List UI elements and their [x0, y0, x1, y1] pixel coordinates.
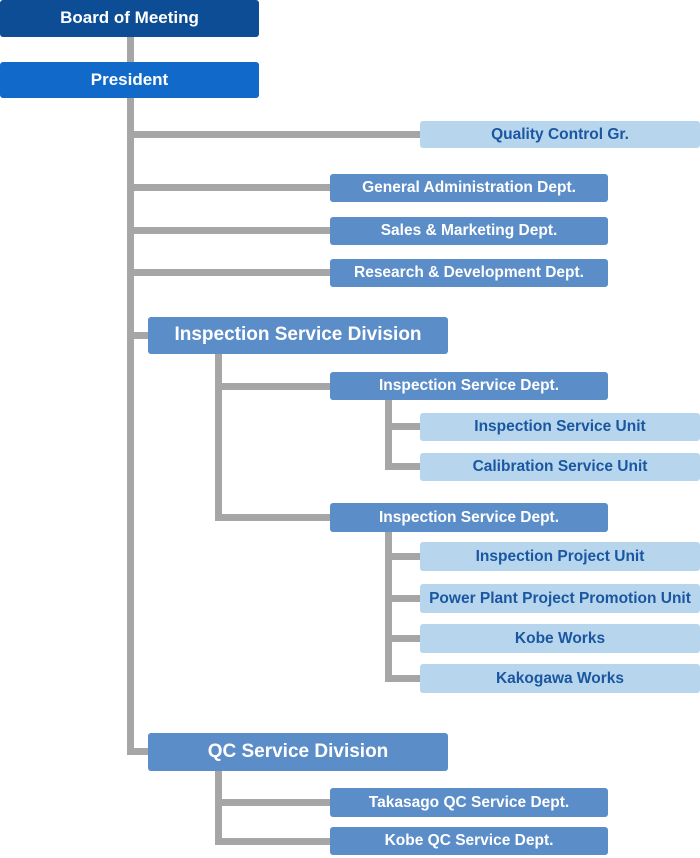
connector-line [215, 838, 330, 845]
node-inspection-service-dept-1: Inspection Service Dept. [330, 372, 608, 400]
node-calibration-service-unit: Calibration Service Unit [420, 453, 700, 481]
node-inspection-service-unit: Inspection Service Unit [420, 413, 700, 441]
connector-line [130, 184, 330, 191]
node-board-of-meeting: Board of Meeting [0, 0, 259, 37]
connector-line [130, 269, 330, 276]
node-sales-marketing: Sales & Marketing Dept. [330, 217, 608, 245]
connector-line [386, 553, 420, 560]
connector-line [218, 799, 330, 806]
node-inspection-project-unit: Inspection Project Unit [420, 542, 700, 571]
connector-line [130, 227, 330, 234]
node-kobe-works: Kobe Works [420, 624, 700, 653]
connector-line [130, 131, 420, 138]
node-quality-control-gr: Quality Control Gr. [420, 121, 700, 148]
connector-line [385, 400, 392, 470]
connector-line [215, 771, 222, 845]
node-kakogawa-works: Kakogawa Works [420, 664, 700, 693]
node-qc-service-division: QC Service Division [148, 733, 448, 771]
connector-line [130, 332, 148, 339]
connector-line [385, 532, 392, 682]
connector-line [385, 675, 420, 682]
connector-line [127, 98, 134, 755]
node-inspection-service-dept-2: Inspection Service Dept. [330, 503, 608, 532]
node-general-administration: General Administration Dept. [330, 174, 608, 202]
connector-line [386, 595, 420, 602]
node-takasago-qc-service-dept: Takasago QC Service Dept. [330, 788, 608, 817]
connector-line [127, 748, 148, 755]
connector-line [215, 354, 222, 521]
connector-line [127, 36, 134, 62]
connector-line [385, 463, 420, 470]
node-research-development: Research & Development Dept. [330, 259, 608, 287]
connector-line [386, 423, 420, 430]
connector-line [215, 514, 330, 521]
connector-line [386, 635, 420, 642]
node-power-plant-project-promotion-unit: Power Plant Project Promotion Unit [420, 584, 700, 613]
node-president: President [0, 62, 259, 98]
connector-line [218, 383, 330, 390]
node-inspection-service-division: Inspection Service Division [148, 317, 448, 354]
node-kobe-qc-service-dept: Kobe QC Service Dept. [330, 827, 608, 855]
